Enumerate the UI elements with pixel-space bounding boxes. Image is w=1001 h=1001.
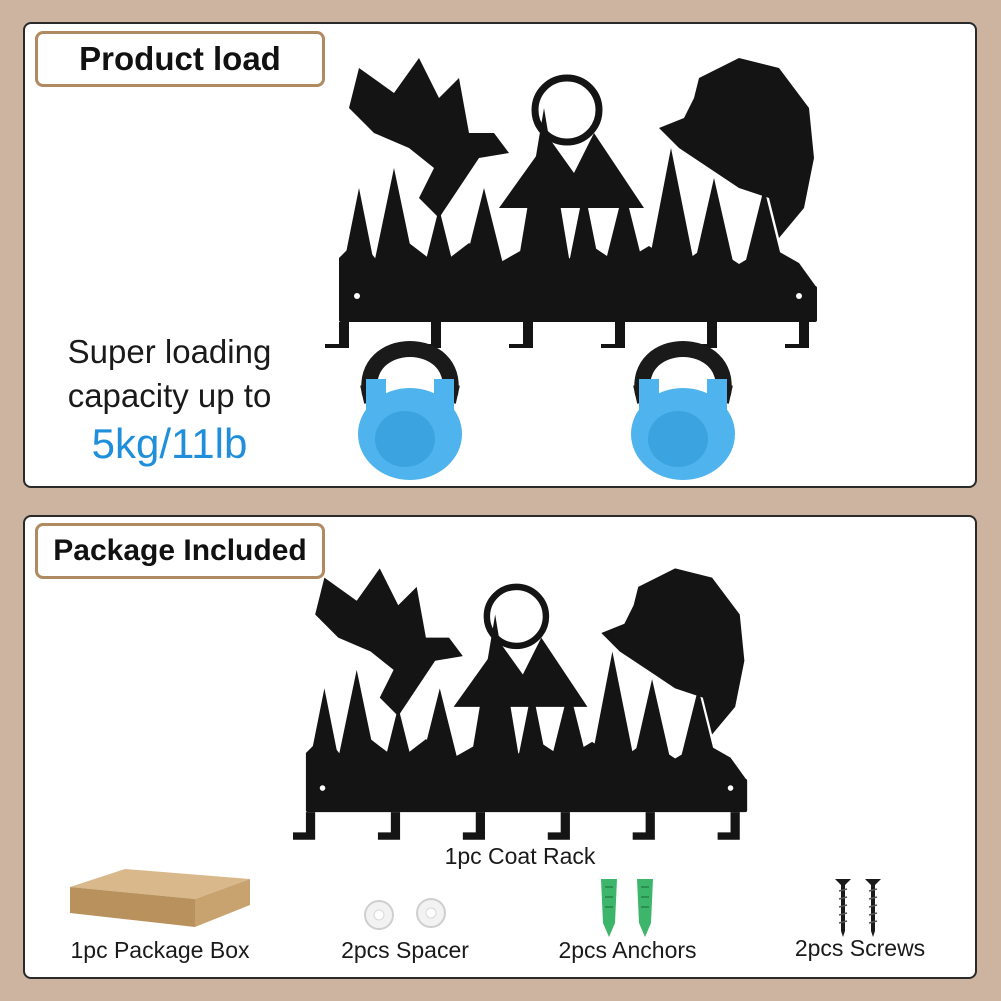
package-box-icon [70,869,250,927]
coat-rack-caption: 1pc Coat Rack [444,843,596,869]
load-description: Super loading capacity up to 5kg/11lb [37,330,302,470]
package-heading: Package Included [35,523,325,579]
package-panel: Package Included [23,515,977,979]
coat-rack-image [325,58,817,348]
package-box-label: 1pc Package Box [70,937,250,963]
anchor-label: 2pcs Anchors [558,937,697,963]
spacer-icon [364,898,446,930]
screw-label: 2pcs Screws [794,935,926,961]
load-line-1: Super loading [67,333,272,370]
load-capacity: 5kg/11lb [91,420,248,467]
product-load-heading: Product load [35,31,325,87]
screw-icon [835,879,881,937]
load-line-2: capacity up to [67,377,272,414]
anchor-icon [601,879,653,937]
kettlebell-icon [358,341,462,480]
spacer-label: 2pcs Spacer [341,937,469,963]
product-load-panel: Product load [23,22,977,488]
coat-rack-image [293,568,748,840]
kettlebell-icon [631,341,735,480]
